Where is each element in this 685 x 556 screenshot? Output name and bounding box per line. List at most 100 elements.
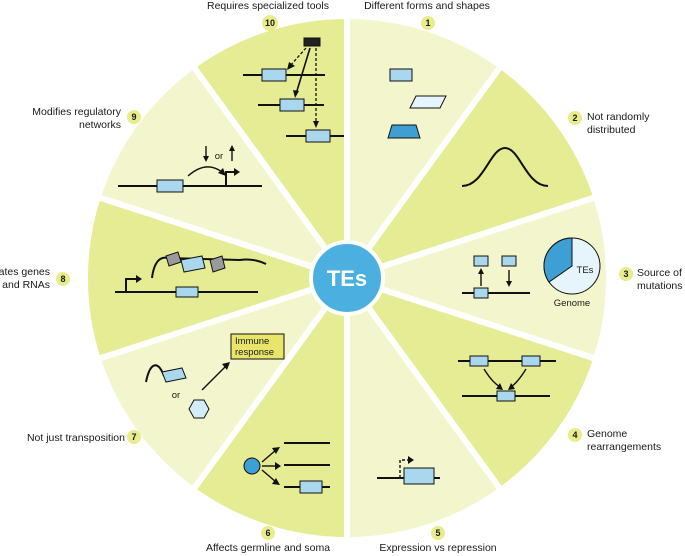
te-box-icon xyxy=(403,467,435,485)
te-box-icon xyxy=(501,255,517,267)
sector-6-number-badge xyxy=(261,526,275,540)
sector-8-label-line-1: Creates genes xyxy=(0,266,50,278)
arrowhead-icon xyxy=(203,156,209,162)
center-circle xyxy=(309,240,385,316)
immune-box-line-1: Immune xyxy=(235,336,269,347)
sector-2-wedge xyxy=(344,63,600,281)
sector-3-wedge xyxy=(344,194,612,362)
sector-7-label: Not just transposition xyxy=(27,432,125,444)
sector-5-number-badge xyxy=(431,526,445,540)
te-pie-slice xyxy=(543,237,573,283)
te-box-icon xyxy=(175,286,199,298)
arrowhead-icon xyxy=(136,275,142,283)
sector-2-label-line-2: distributed xyxy=(587,124,636,136)
arrowhead-icon xyxy=(275,462,281,470)
sector-2-icons xyxy=(461,146,549,187)
sector-3-icons: TEs Genome xyxy=(462,237,601,309)
exon-box-icon xyxy=(209,255,226,273)
sector-6-number: 6 xyxy=(265,528,270,538)
te-rectangle-icon xyxy=(389,68,413,82)
sector-5-label: Expression vs repression xyxy=(379,542,496,554)
sector-10-label: Requires specialized tools xyxy=(207,0,329,12)
mapping-arrow-icon xyxy=(289,47,307,67)
sector-8-wedge xyxy=(82,194,350,362)
sector-8-label-line-2: and RNAs xyxy=(2,279,50,291)
sector-9-label-line-1: Modifies regulatory xyxy=(32,106,121,118)
sector-2-number: 2 xyxy=(572,113,577,123)
te-box-icon xyxy=(161,367,187,383)
sector-3-label-line-1: Source of xyxy=(637,267,682,279)
te-box-icon xyxy=(156,179,184,193)
read-fragment-icon xyxy=(303,37,321,47)
bell-curve-icon xyxy=(461,146,549,187)
te-box-icon xyxy=(180,255,206,273)
sector-4-wedge xyxy=(344,275,600,493)
te-box-icon xyxy=(261,68,287,82)
sector-9-label-line-2: networks xyxy=(79,119,121,131)
arrow-icon xyxy=(261,449,277,463)
te-box-icon xyxy=(469,355,489,367)
sector-7-number: 7 xyxy=(131,432,136,442)
sector-7-number-badge xyxy=(127,430,141,444)
arrowhead-icon xyxy=(222,362,230,370)
sector-4-icons xyxy=(458,355,556,402)
arrowhead-icon xyxy=(229,145,235,151)
sector-5-number: 5 xyxy=(435,528,440,538)
sector-1-number-badge xyxy=(421,16,435,30)
sector-7-icons: or Immune response xyxy=(145,333,285,419)
immune-response-box xyxy=(230,333,285,360)
sector-3-number: 3 xyxy=(623,269,628,279)
arrow-icon xyxy=(261,469,277,483)
cell-icon xyxy=(243,457,261,475)
arrowhead-icon xyxy=(272,478,280,485)
arrowhead-icon xyxy=(218,168,226,176)
sector-4-label-line-1: Genome xyxy=(587,428,627,440)
sector-9-number: 9 xyxy=(131,112,136,122)
sector-10-icons xyxy=(243,37,344,143)
sector-1-number: 1 xyxy=(425,18,430,28)
arrowhead-icon xyxy=(234,168,240,176)
immune-box-line-2: response xyxy=(235,347,274,358)
te-box-icon xyxy=(299,480,323,494)
pie-genome-label: Genome xyxy=(554,298,590,309)
sector-9-number-badge xyxy=(127,110,141,124)
te-box-icon xyxy=(496,390,516,402)
sector-1-label: Different forms and shapes xyxy=(364,0,490,12)
sector-4-number: 4 xyxy=(572,430,577,440)
sector-3-number-badge xyxy=(619,267,633,281)
arrowhead-icon xyxy=(313,121,319,128)
sector-4-label-line-2: rearrangements xyxy=(587,441,661,453)
arrow-icon xyxy=(201,365,227,391)
center-label: TEs xyxy=(327,266,367,291)
sector-6-icons xyxy=(243,442,330,494)
sector-10-number: 10 xyxy=(265,18,275,28)
promoter-arrow-icon xyxy=(225,171,236,186)
mapping-arrow-icon xyxy=(295,47,311,95)
sector-3-label-line-2: mutations xyxy=(637,280,683,292)
protein-hexagon-icon xyxy=(188,399,210,419)
arrowhead-icon xyxy=(478,268,484,274)
pie-te-label: TEs xyxy=(577,265,594,276)
promoter-arrow-icon xyxy=(125,278,138,292)
arrowhead-icon xyxy=(293,90,299,98)
sector-8-number-badge xyxy=(56,272,70,286)
arrowhead-icon xyxy=(408,456,414,464)
te-parallelogram-icon xyxy=(409,95,447,109)
sector-1-icons xyxy=(387,68,447,139)
te-box-icon xyxy=(521,355,541,367)
sector-5-wedge xyxy=(344,275,504,543)
te-box-icon xyxy=(305,129,331,143)
sector-2-label-line-1: Not randomly xyxy=(587,111,650,123)
sector-6-label: Affects germline and soma xyxy=(206,542,330,554)
sector-4-number-badge xyxy=(568,428,582,442)
rna-strand-icon xyxy=(151,256,267,279)
arrowhead-icon xyxy=(272,447,280,454)
sector-8-icons xyxy=(115,251,267,298)
sector-5-icons xyxy=(377,456,440,485)
te-box-icon xyxy=(473,287,489,299)
arrowhead-icon xyxy=(506,281,512,287)
arrowhead-icon xyxy=(287,62,295,70)
arrowhead-icon xyxy=(508,383,515,390)
